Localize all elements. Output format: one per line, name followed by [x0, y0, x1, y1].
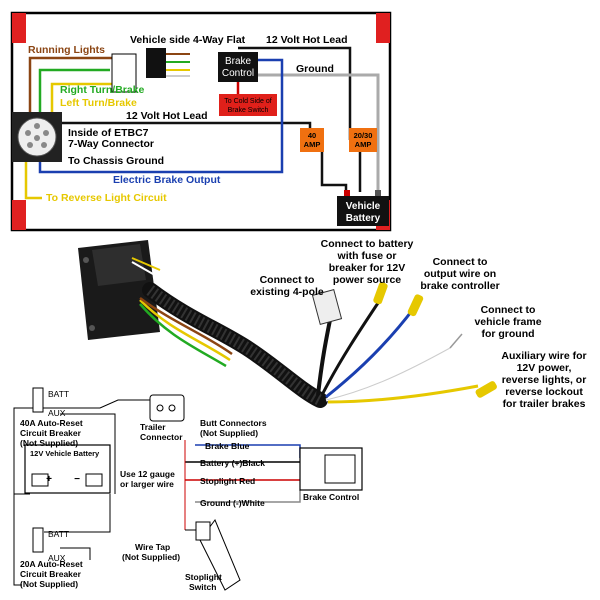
callout-battery-3: breaker for 12V: [329, 262, 405, 274]
inside-label-1: Inside of ETBC7: [68, 127, 149, 139]
breaker40-label-2: Circuit Breaker: [20, 428, 82, 438]
butt-label-2: (Not Supplied): [200, 428, 258, 438]
trailer-conn-label-2: Connector: [140, 432, 183, 442]
battery-label-1: Vehicle: [346, 201, 381, 212]
four-pole-plug: [311, 289, 343, 325]
brake-control-box: [218, 52, 258, 82]
wiretap-label-1: Wire Tap: [135, 542, 170, 552]
cold-side-box: [219, 94, 277, 116]
trailer-connector: [149, 394, 185, 422]
wiretap-label-2: (Not Supplied): [122, 552, 180, 562]
callout-battery-1: Connect to battery: [321, 238, 414, 250]
breaker20-label-1: 20A Auto-Reset: [20, 559, 83, 569]
amp2030-label-2: AMP: [355, 140, 372, 149]
vehicle-battery: [337, 196, 389, 226]
ground-label: Ground: [296, 63, 334, 75]
callout-aux-2: 12V power,: [517, 362, 572, 374]
battery-label-2: Battery: [346, 213, 381, 224]
aux-bottom-label: AUX: [48, 553, 66, 563]
callout-output-2: output wire on: [424, 268, 496, 280]
svg-text:+: +: [46, 474, 52, 485]
amp40-label-2: AMP: [304, 140, 321, 149]
callout-battery-2: with fuse or: [337, 250, 397, 262]
inside-label-2: 7-Way Connector: [68, 138, 154, 150]
fuse-2030amp: [349, 128, 377, 152]
trailer-conn-label-1: Trailer: [140, 422, 166, 432]
wire-hot-lead-top: [238, 46, 352, 140]
reverse-light-label: To Reverse Light Circuit: [46, 192, 167, 204]
svg-text:−: −: [74, 474, 80, 485]
stoplight-switch-label-2: Switch: [189, 582, 216, 592]
breaker-40a: [32, 387, 44, 413]
electric-brake-label: Electric Brake Output: [113, 174, 221, 186]
amp40-label-1: 40: [308, 131, 316, 140]
lamp-top-left: [12, 13, 26, 43]
four-way-plug-male: [111, 53, 137, 93]
amp2030-label-1: 20/30: [354, 131, 373, 140]
callout-ground-1: Connect to: [481, 304, 536, 316]
stoplight-switch-label-1: Stoplight: [185, 572, 222, 582]
batt-bottom-label: BATT: [48, 529, 69, 539]
hot-lead-mid-label: 12 Volt Hot Lead: [126, 110, 207, 122]
callout-output-3: brake controller: [420, 280, 499, 292]
brake-control-label-1: Brake: [225, 56, 252, 67]
cold-side-label-1: To Cold Side of: [224, 98, 272, 105]
callout-ground-3: for ground: [481, 328, 534, 340]
breaker20-label-2: Circuit Breaker: [20, 569, 82, 579]
breaker20-label-3: (Not Supplied): [20, 579, 78, 589]
fuse-40amp: [300, 128, 324, 152]
vehicle-battery-label: 12V Vehicle Battery: [30, 449, 100, 458]
callout-aux-4: reverse lockout: [505, 386, 583, 398]
cold-side-label-2: Brake Switch: [228, 107, 269, 114]
callout-fourpole-2: existing 4-pole: [250, 286, 324, 298]
right-turn-label: Right Turn/Brake: [60, 84, 145, 96]
wiring-harness-photo: [78, 240, 497, 408]
callout-battery-4: power source: [333, 274, 401, 286]
gauge-label-2: or larger wire: [120, 479, 174, 489]
breaker40-label-1: 40A Auto-Reset: [20, 418, 83, 428]
aux-top-label: AUX: [48, 408, 66, 418]
running-lights-label: Running Lights: [28, 44, 105, 56]
vehicle-4way-label: Vehicle side 4-Way Flat: [130, 34, 246, 46]
gauge-label-1: Use 12 gauge: [120, 469, 175, 479]
butt-label-1: Butt Connectors: [200, 418, 267, 428]
brake-blue-label: Brake Blue: [205, 441, 250, 451]
callout-aux-3: reverse lights, or: [502, 374, 587, 386]
stoplight-red-label: Stoplight Red: [200, 476, 255, 486]
lamp-top-right: [376, 13, 390, 43]
battery-black-label: Battery (+)Black: [200, 458, 265, 468]
hot-lead-top-label: 12 Volt Hot Lead: [266, 34, 347, 46]
left-turn-label: Left Turn/Brake: [60, 97, 137, 109]
four-way-plug-female: [146, 48, 166, 78]
brake-control-label-2: Control: [222, 68, 254, 79]
chassis-label: To Chassis Ground: [68, 155, 164, 167]
brake-control-label: Brake Control: [303, 492, 359, 502]
wire-ground-white: [195, 490, 301, 503]
ground-white-label: Ground (-)White: [200, 498, 265, 508]
breaker40-label-3: (Not Supplied): [20, 438, 78, 448]
callout-fourpole-1: Connect to: [260, 274, 315, 286]
breaker-20a: [32, 527, 44, 553]
callout-output-1: Connect to: [433, 256, 488, 268]
callout-aux-5: for trailer brakes: [503, 398, 586, 410]
callout-aux-1: Auxiliary wire for: [501, 350, 586, 362]
lamp-bottom-left: [12, 200, 26, 230]
callout-ground-2: vehicle frame: [474, 316, 541, 328]
wire-ground: [258, 73, 380, 190]
batt-top-label: BATT: [48, 389, 69, 399]
